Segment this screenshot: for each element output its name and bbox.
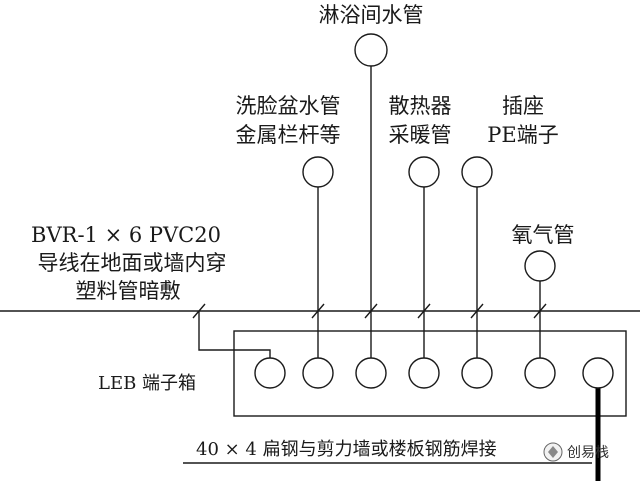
washbasin-label-line1: 洗脸盆水管	[236, 94, 341, 118]
washbasin-node	[302, 156, 334, 188]
washbasin-label-line2: 金属栏杆等	[236, 123, 341, 147]
socket-node	[461, 156, 493, 188]
terminal-7	[582, 357, 614, 389]
oxygen-pipe-label: 氧气管	[512, 223, 575, 247]
terminal-2	[302, 357, 334, 389]
watermark: 创易栈	[543, 442, 609, 462]
radiator-node	[408, 156, 440, 188]
tick-mark	[192, 303, 206, 319]
watermark-text: 创易栈	[567, 445, 609, 461]
shower-pipe-label: 淋浴间水管	[319, 3, 424, 27]
tick-mark	[364, 303, 378, 319]
incoming-wire	[198, 311, 271, 359]
radiator-label-line2: 采暖管	[389, 123, 452, 147]
socket-label-line1: 插座	[502, 94, 544, 118]
wire-spec-line3: 塑料管暗敷	[76, 279, 181, 303]
steel-bar-label: 40 × 4 扁钢与剪力墙或楼板钢筋焊接	[196, 439, 497, 460]
wire-spec-line2: 导线在地面或墙内穿	[38, 251, 227, 275]
terminal-3	[355, 357, 387, 389]
socket-label-line2: PE端子	[487, 123, 558, 147]
watermark-logo-mark	[548, 446, 558, 458]
terminal-5	[461, 357, 493, 389]
radiator-label-line1: 散热器	[389, 94, 452, 118]
wire-spec-line1: BVR-1 × 6 PVC20	[31, 223, 221, 247]
leb-box-label: LEB 端子箱	[98, 373, 196, 394]
tick-mark	[533, 303, 547, 319]
oxygen-pipe-node	[524, 250, 556, 282]
terminal-1	[254, 357, 286, 389]
tick-mark	[417, 303, 431, 319]
terminal-6	[524, 357, 556, 389]
tick-mark	[470, 303, 484, 319]
leb-terminal-box	[233, 330, 627, 417]
shower-pipe-node	[354, 33, 388, 67]
tick-mark	[311, 303, 325, 319]
terminal-4	[408, 357, 440, 389]
